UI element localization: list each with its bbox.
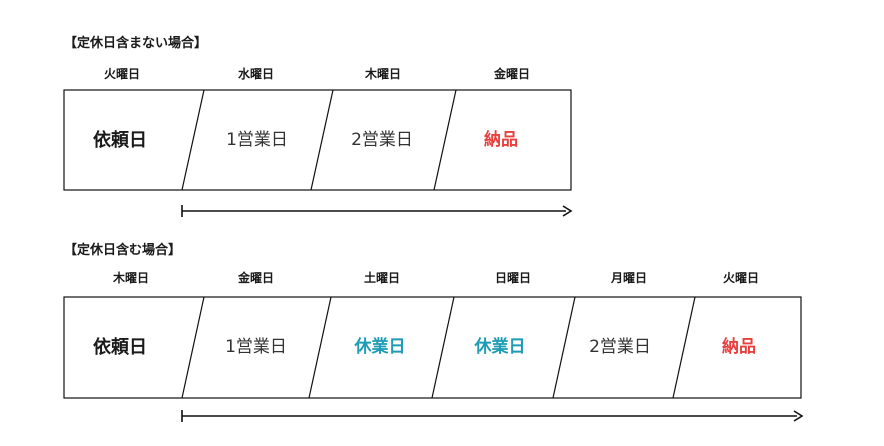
section1-divider-2 xyxy=(310,89,334,191)
section2-arrow-head xyxy=(793,410,804,422)
section2-divider-1 xyxy=(181,296,205,399)
section2-cell-holiday-1: 休業日 xyxy=(354,337,406,357)
section2-divider-5 xyxy=(672,296,696,399)
section2-divider-3 xyxy=(431,296,455,399)
section2-cell-business-2: 2営業日 xyxy=(589,337,651,357)
section2-title: 【定休日含む場合】 xyxy=(64,243,182,258)
section2-divider-4 xyxy=(552,296,576,399)
section1-day-1: 火曜日 xyxy=(103,67,140,81)
section1-cell-delivery: 納品 xyxy=(484,130,518,150)
section1-day-2: 水曜日 xyxy=(237,67,274,81)
section2-day-5: 月曜日 xyxy=(610,271,647,285)
section1-cell-request: 依頼日 xyxy=(93,130,147,151)
section1-cell-business-2: 2営業日 xyxy=(351,130,413,150)
section1-cell-business-1: 1営業日 xyxy=(226,130,288,150)
section2-cell-request: 依頼日 xyxy=(93,337,147,358)
section2-cell-delivery: 納品 xyxy=(722,337,756,357)
section1-title: 【定休日含まない場合】 xyxy=(64,36,208,51)
section1-day-4: 金曜日 xyxy=(493,67,530,81)
section2-divider-2 xyxy=(308,296,332,399)
section1-divider-3 xyxy=(433,89,457,191)
section1-box xyxy=(63,89,572,191)
section2-cell-business-1: 1営業日 xyxy=(225,337,287,357)
section1-day-3: 木曜日 xyxy=(364,67,401,81)
section2-day-6: 火曜日 xyxy=(722,271,759,285)
section2-cell-holiday-2: 休業日 xyxy=(474,337,526,357)
section2-day-1: 木曜日 xyxy=(112,271,149,285)
section2-day-3: 土曜日 xyxy=(363,271,400,285)
section1-divider-1 xyxy=(181,89,205,191)
section1-arrow-head xyxy=(562,205,573,217)
section2-day-4: 日曜日 xyxy=(494,271,531,285)
section2-day-2: 金曜日 xyxy=(237,271,274,285)
